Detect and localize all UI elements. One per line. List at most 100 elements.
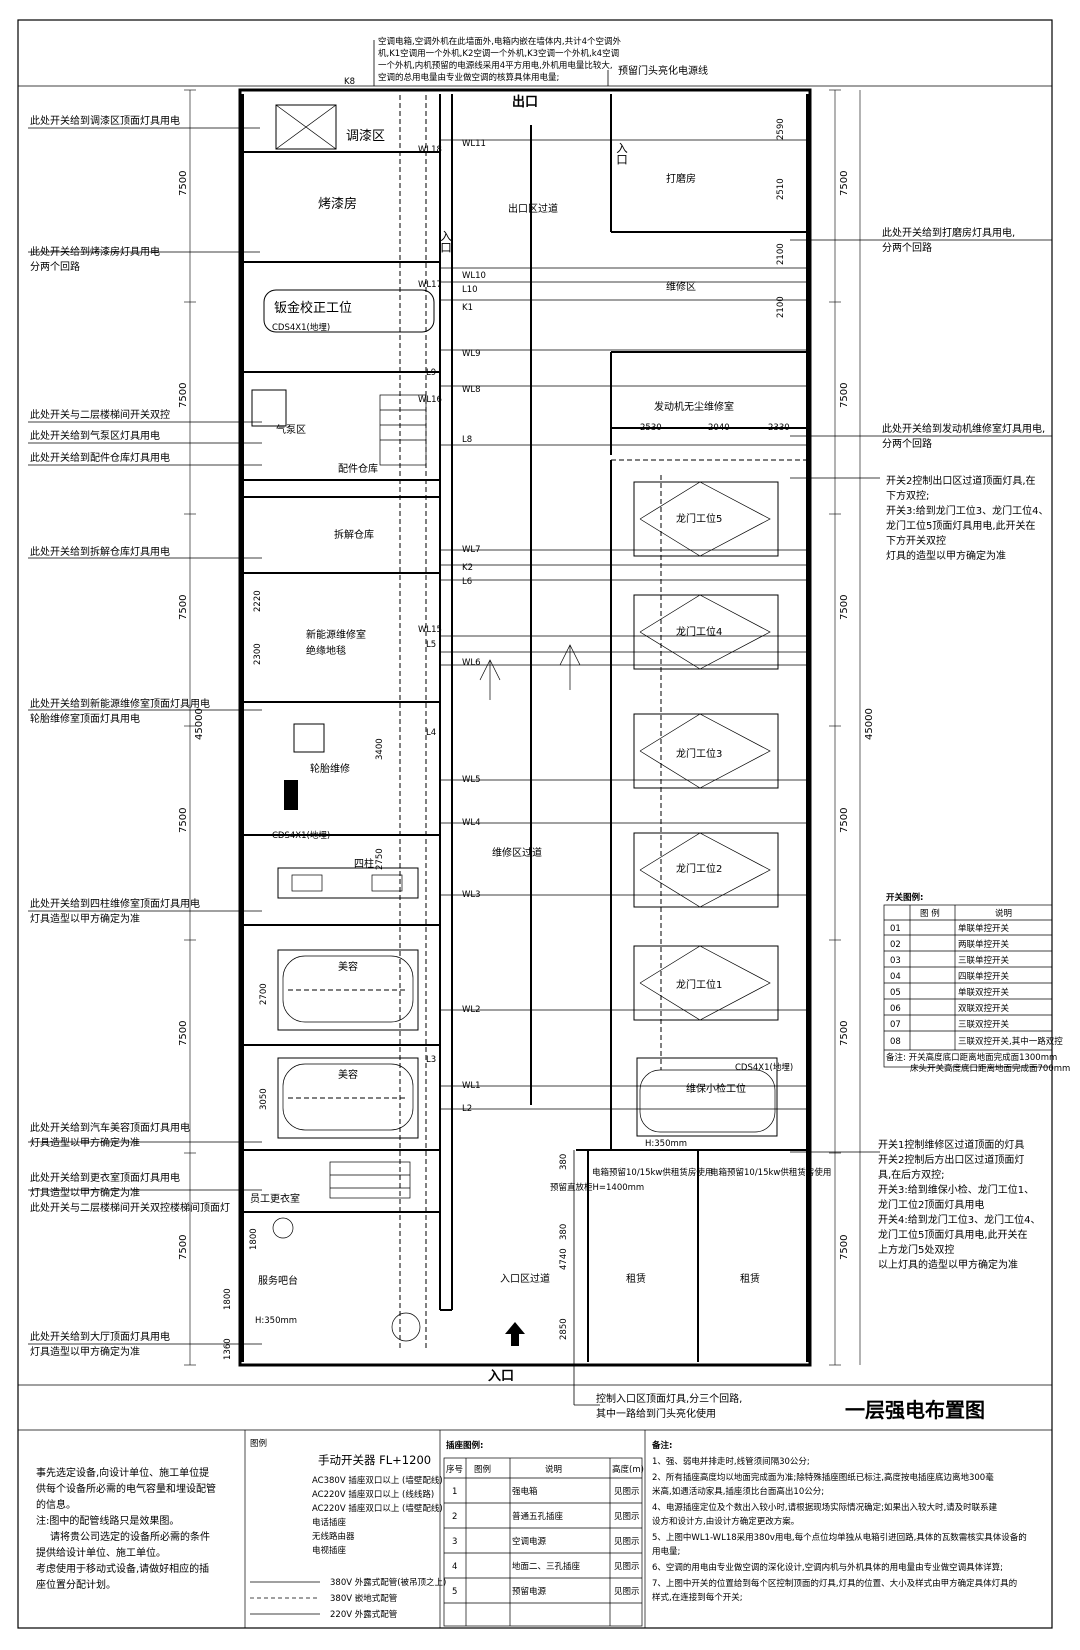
room-rent-2: 租赁 <box>740 1272 760 1285</box>
switch-legend-desc: 单联双控开关 <box>958 987 1010 998</box>
circuit-labels: WL11 WL18 WL10 L10 WL17 K1 WL9 L9 WL8 WL… <box>418 139 486 1114</box>
circuit-label: WL4 <box>462 818 481 828</box>
left-partitions <box>244 151 440 1213</box>
socket-legend: 插座图例: 序号 图例 说明 高度(m) 1 强电箱 见图示 2 普通五孔插座 … <box>446 1440 644 1597</box>
dim-inner: 380 <box>559 1154 569 1170</box>
dim-inner: 1360 <box>223 1338 233 1360</box>
intro-line: 的信息。 <box>36 1498 76 1511</box>
circuit-label: L2 <box>462 1104 472 1114</box>
dim-right: 7500 <box>839 171 850 196</box>
dim-right: 7500 <box>839 808 850 833</box>
socket-legend-header: 说明 <box>545 1464 562 1475</box>
dim-inner: 3050 <box>259 1088 269 1110</box>
side-entry-label-1: 入口 <box>439 230 453 253</box>
socket-legend-desc: 预留电源 <box>512 1586 547 1597</box>
circuit-label: WL9 <box>462 349 481 359</box>
small-labels: CDS4X1(地埋) CDS4X1(地埋) CDS4X1(地埋) H:350mm… <box>255 322 831 1326</box>
switch-legend-desc: 单联单控开关 <box>958 923 1010 934</box>
beauty-bays <box>277 949 776 1139</box>
dim-inner: 2300 <box>253 643 263 665</box>
dim-inner: 2700 <box>259 983 269 1005</box>
socket-legend-header: 序号 <box>446 1464 463 1475</box>
left-note: 此处开关给到拆解仓库灯具用电 <box>30 545 170 558</box>
left-note: 轮胎维修室顶面灯具用电 <box>30 712 140 725</box>
manual-legend: 图例 手动开关器 FL+1200 AC380V 插座双口以上 (墙壁配线) AC… <box>250 1438 446 1620</box>
side-entry-label-2: 入口 <box>615 142 629 165</box>
left-note-leaders <box>28 127 262 1345</box>
right-note: 分两个回路 <box>882 241 932 254</box>
switch-legend-code: 07 <box>890 1020 901 1030</box>
centerline-wires <box>399 95 662 1350</box>
left-note: 此处开关给到新能源维修室顶面灯具用电 <box>30 697 210 710</box>
room-gantry-1: 龙门工位1 <box>676 978 722 991</box>
remarks-line: 用电量; <box>652 1546 680 1557</box>
socket-legend-header: 图例 <box>474 1464 491 1475</box>
switch-legend-code: 03 <box>890 956 901 966</box>
right-note: 开关3:给到龙门工位3、龙门工位4、 <box>886 504 1048 517</box>
switch-legend-desc: 两联单控开关 <box>958 939 1010 950</box>
dim-inner: 2040 <box>708 423 730 433</box>
cds-label-2: CDS4X1(地埋) <box>272 830 330 841</box>
dim-inner: 3400 <box>375 738 385 760</box>
dim-inner: 1800 <box>249 1228 259 1250</box>
circuit-label: WL3 <box>462 890 481 900</box>
left-notes: 此处开关给到调漆区顶面灯具用电 此处开关给到烤漆房灯具用电 分两个回路 此处开关… <box>30 114 230 1358</box>
circuit-label: L8 <box>462 435 472 445</box>
sheet-border <box>17 19 1053 1629</box>
building-outline <box>238 88 812 1367</box>
dim-right: 7500 <box>839 383 850 408</box>
socket-legend-height: 见图示 <box>614 1487 640 1497</box>
left-note: 灯具造型以甲方确定为准 <box>30 912 140 925</box>
cds-label-3: CDS4X1(地埋) <box>735 1062 793 1073</box>
circuit-label: WL17 <box>418 280 442 290</box>
equipment <box>251 104 435 1342</box>
left-note: 此处开关给到烤漆房灯具用电 <box>30 245 160 258</box>
intro-line: 考虑使用于移动式设备,请做好相应的插 <box>36 1562 209 1575</box>
switch-legend-code: 08 <box>890 1037 901 1047</box>
room-ev-repair: 新能源维修室 <box>306 628 366 641</box>
socket-legend-no: 4 <box>452 1562 457 1572</box>
switch-legend-desc: 四联单控开关 <box>958 971 1010 982</box>
circuit-label: WL1 <box>462 1081 481 1091</box>
bottom-legend-grid <box>244 1430 646 1628</box>
socket-legend-height: 见图示 <box>614 1562 640 1572</box>
manual-legend-item: AC220V 插座双口以上 (线线路) <box>312 1489 434 1500</box>
circuit-label: L5 <box>426 640 436 650</box>
socket-legend-desc: 空调电源 <box>512 1536 547 1547</box>
left-note: 灯具造型以甲方确定为准 <box>30 1136 140 1149</box>
dim-left: 7500 <box>178 808 189 833</box>
dim-left: 7500 <box>178 1021 189 1046</box>
dim-inner: 1800 <box>223 1288 233 1310</box>
switch-legend-code: 06 <box>890 1004 901 1014</box>
right-note: 开关2控制出口区过道顶面灯具,在 <box>886 474 1036 487</box>
intro-line: 座位置分配计划。 <box>36 1578 116 1591</box>
right-note: 开关1控制维修区过道顶面的灯具 <box>878 1138 1024 1151</box>
right-notes: 此处开关给到打磨房灯具用电, 分两个回路 此处开关给到发动机维修室灯具用电, 分… <box>878 226 1048 1271</box>
left-note: 此处开关给到调漆区顶面灯具用电 <box>30 114 180 127</box>
circuit-label: L9 <box>426 368 436 378</box>
height-label-2: H:350mm <box>255 1316 297 1326</box>
room-tire-repair: 轮胎维修 <box>310 762 350 775</box>
dim-inner: 2750 <box>375 848 385 870</box>
exit-label: 出口 <box>512 94 538 110</box>
manual-legend-title: 手动开关器 FL+1200 <box>318 1453 431 1467</box>
switch-legend-grid <box>883 904 1053 1068</box>
room-air-pump: 气泵区 <box>276 423 306 436</box>
room-labels: 调漆区 烤漆房 钣金校正工位 气泵区 配件仓库 拆解仓库 新能源维修室 绝缘地毯… <box>250 128 760 1287</box>
dim-inner: 2590 <box>776 118 786 140</box>
dim-inner: 2330 <box>768 423 790 433</box>
left-note: 此处开关给到大厅顶面灯具用电 <box>30 1330 170 1343</box>
switch-legend: 开关图例: 图 例 说明 01 单联单控开关 02 两联单控开关 03 三联单控… <box>886 892 1070 1074</box>
dim-left: 7500 <box>178 1235 189 1260</box>
circuit-label: WL16 <box>418 395 442 405</box>
right-note: 开关3:给到维保小检、龙门工位1、 <box>878 1183 1034 1196</box>
dim-total-left: 45000 <box>194 708 205 740</box>
remarks-line: 6、空调的用电由专业做空调的深化设计,空调内机与外机具体的用电量由专业做空调具体… <box>652 1562 1003 1573</box>
remarks-line: 7、上图中开关的位置给到每个区控制顶面的灯具,灯具的位置、大小及样式由甲方确定具… <box>652 1578 1017 1589</box>
left-note: 此处开关与二层楼梯间开关双控 <box>30 408 170 421</box>
circuit-label: L4 <box>426 728 436 738</box>
room-paint-mix: 调漆区 <box>346 128 385 144</box>
circuit-label: WL8 <box>462 385 481 395</box>
drawing-title: 一层强电布置图 <box>845 1398 985 1422</box>
dim-inner: 2850 <box>559 1318 569 1340</box>
